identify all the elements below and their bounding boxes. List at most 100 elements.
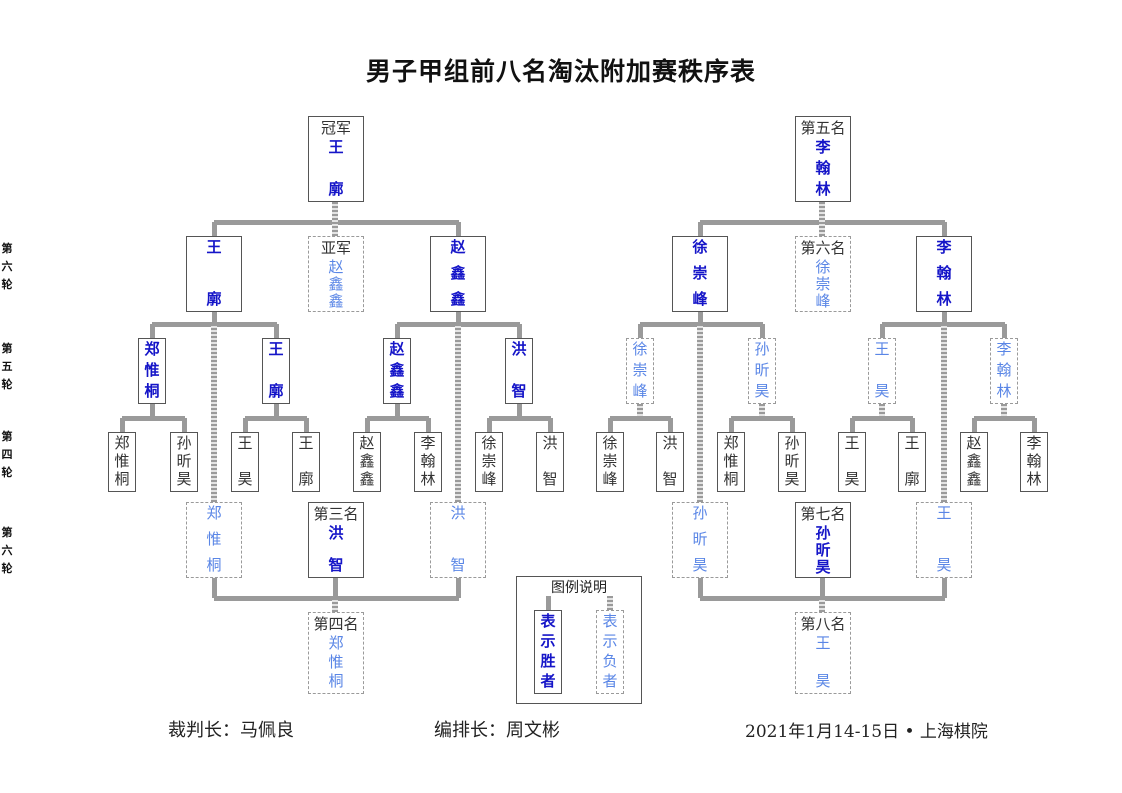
player-name: 孙昕昊 bbox=[176, 434, 192, 488]
legend-loser-sample: 表示负者 bbox=[596, 610, 624, 694]
r4-player-box: 李翰林 bbox=[1020, 432, 1048, 492]
bracket-line bbox=[1002, 324, 1007, 338]
bracket-line bbox=[395, 324, 400, 338]
fifth-place-box-label: 第五名 bbox=[800, 119, 846, 137]
legend-dotted-line bbox=[607, 596, 613, 610]
player-name: 洪智 bbox=[450, 504, 466, 574]
r5-loser-box: 徐崇峰 bbox=[626, 338, 654, 404]
bracket-line bbox=[608, 418, 613, 432]
champion-box-label: 冠军 bbox=[320, 119, 351, 137]
bracket-line bbox=[367, 416, 429, 421]
bracket-line bbox=[548, 418, 553, 432]
player-name: 洪智 bbox=[511, 340, 527, 400]
arranger-text: 编排长：周文彬 bbox=[434, 720, 560, 741]
bracket-line bbox=[610, 416, 671, 421]
runner-up-box: 亚军赵鑫鑫 bbox=[308, 236, 364, 312]
r5-loser-box: 王昊 bbox=[868, 338, 896, 404]
bracket-line bbox=[942, 222, 947, 236]
sixth-place-box-label: 第六名 bbox=[800, 239, 846, 257]
dotted-connector bbox=[819, 202, 825, 236]
player-name: 王廓 bbox=[298, 434, 314, 488]
third-place-box-label: 第三名 bbox=[313, 505, 359, 523]
bracket-line bbox=[274, 324, 279, 338]
bracket-line bbox=[120, 418, 125, 432]
player-name: 洪智 bbox=[662, 434, 678, 488]
r5-winner-box: 赵鑫鑫 bbox=[383, 338, 411, 404]
bracket-line bbox=[942, 312, 947, 324]
r6-winner-box: 李翰林 bbox=[916, 236, 972, 312]
r4-player-box: 李翰林 bbox=[414, 432, 442, 492]
r5-winner-box: 郑惟桐 bbox=[138, 338, 166, 404]
bracket-line bbox=[820, 578, 825, 598]
r5-winner-box: 洪智 bbox=[505, 338, 533, 404]
bracket-line bbox=[212, 578, 217, 598]
r4-player-box: 郑惟桐 bbox=[717, 432, 745, 492]
eighth-place-box: 第八名王昊 bbox=[795, 612, 851, 694]
r4-player-box: 孙昕昊 bbox=[170, 432, 198, 492]
bracket-line bbox=[150, 404, 155, 418]
bracket-line bbox=[790, 418, 795, 432]
player-name: 李翰林 bbox=[420, 434, 436, 488]
player-name: 表示负者 bbox=[602, 612, 618, 690]
bracket-line bbox=[426, 418, 431, 432]
bracket-line bbox=[182, 418, 187, 432]
runner-up-box-label: 亚军 bbox=[320, 239, 351, 257]
seventh-place-box: 第七名孙昕昊 bbox=[795, 502, 851, 578]
player-name: 王昊 bbox=[936, 504, 952, 574]
legend-line bbox=[546, 596, 551, 610]
r4-player-box: 徐崇峰 bbox=[475, 432, 503, 492]
bracket-line bbox=[942, 578, 947, 598]
r4-player-box: 郑惟桐 bbox=[108, 432, 136, 492]
player-name: 徐崇峰 bbox=[815, 258, 831, 310]
player-name: 孙昕昊 bbox=[784, 434, 800, 488]
round-label: 第六轮 bbox=[1, 242, 13, 291]
bracket-line bbox=[212, 312, 217, 324]
r6-winner-box: 赵鑫鑫 bbox=[430, 236, 486, 312]
dotted-connector bbox=[941, 324, 947, 502]
r5-loser-box: 李翰林 bbox=[990, 338, 1018, 404]
player-name: 徐崇峰 bbox=[481, 434, 497, 488]
player-name: 李翰林 bbox=[996, 340, 1012, 400]
bracket-line bbox=[489, 416, 551, 421]
dotted-connector bbox=[332, 598, 338, 612]
bracket-line bbox=[333, 578, 338, 598]
bracket-line bbox=[1032, 418, 1037, 432]
bracket-line bbox=[850, 418, 855, 432]
bracket-line bbox=[245, 416, 307, 421]
r4-player-box: 洪智 bbox=[536, 432, 564, 492]
bracket-line bbox=[731, 416, 793, 421]
r4-player-box: 王昊 bbox=[231, 432, 259, 492]
player-name: 表示胜者 bbox=[540, 612, 556, 690]
dotted-connector bbox=[819, 598, 825, 612]
r4-player-box: 王廓 bbox=[292, 432, 320, 492]
player-name: 王昊 bbox=[815, 634, 831, 690]
r4-player-box: 洪智 bbox=[656, 432, 684, 492]
bracket-line bbox=[365, 418, 370, 432]
bracket-line bbox=[880, 324, 885, 338]
player-name: 徐崇峰 bbox=[692, 238, 708, 308]
bracket-line bbox=[150, 324, 155, 338]
dotted-connector bbox=[1001, 404, 1007, 418]
player-name: 王昊 bbox=[844, 434, 860, 488]
bracket-line bbox=[698, 222, 703, 236]
player-name: 赵鑫鑫 bbox=[389, 340, 405, 400]
player-name: 孙昕昊 bbox=[692, 504, 708, 574]
fourth-place-box: 第四名郑惟桐 bbox=[308, 612, 364, 694]
player-name: 洪智 bbox=[542, 434, 558, 488]
player-name: 李翰林 bbox=[936, 238, 952, 308]
bracket-line bbox=[668, 418, 673, 432]
player-name: 李翰林 bbox=[1026, 434, 1042, 488]
player-name: 王廓 bbox=[904, 434, 920, 488]
player-name: 王廓 bbox=[268, 340, 284, 400]
dotted-connector bbox=[211, 324, 217, 502]
player-name: 徐崇峰 bbox=[602, 434, 618, 488]
player-name: 郑惟桐 bbox=[328, 634, 344, 690]
bracket-line bbox=[852, 416, 913, 421]
bracket-line bbox=[760, 324, 765, 338]
r6-winner-box: 徐崇峰 bbox=[672, 236, 728, 312]
r4-player-box: 徐崇峰 bbox=[596, 432, 624, 492]
dotted-connector bbox=[637, 404, 643, 418]
r6-loser-box: 郑惟桐 bbox=[186, 502, 242, 578]
bracket-line bbox=[456, 312, 461, 324]
date-place-text: 2021年1月14-15日 • 上海棋院 bbox=[745, 722, 988, 742]
